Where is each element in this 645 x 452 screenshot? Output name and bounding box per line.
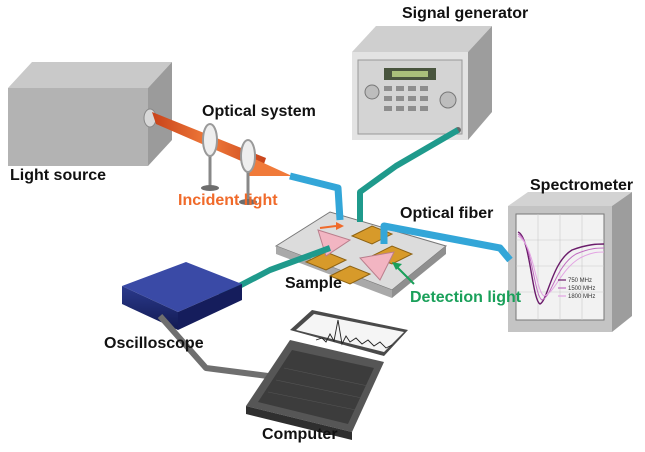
optical-fiber-label: Optical fiber [400, 205, 494, 222]
legend-entry-1800: 1800 MHz [568, 294, 595, 300]
light-source-box [8, 62, 172, 166]
legend-entry-750: 750 MHz [568, 278, 592, 284]
oscilloscope-label: Oscilloscope [104, 335, 204, 352]
oscilloscope [122, 262, 242, 330]
computer-label: Computer [262, 426, 338, 443]
legend-entry-1500: 1500 MHz [568, 286, 595, 292]
light-source-label: Light source [10, 167, 107, 184]
signal-generator [352, 26, 492, 140]
laptop-computer [246, 310, 408, 440]
signal-generator-label: Signal generator [402, 5, 529, 22]
detection-light-label: Detection light [410, 289, 522, 306]
optical-system-label: Optical system [202, 103, 316, 120]
spectrometer-label: Spectrometer [530, 177, 634, 194]
optical-system-lenses [201, 123, 257, 205]
incident-arrow [319, 222, 344, 230]
detection-arrow [392, 262, 415, 285]
optical-fiber-to-spectrometer [380, 222, 513, 263]
incident-fiber [289, 172, 344, 221]
oscilloscope-computer-cable [157, 314, 269, 379]
signal-cable [357, 127, 460, 222]
sample-label: Sample [285, 275, 342, 292]
spectrometer: 750 MHz 1500 MHz 1800 MHz [508, 192, 632, 332]
light-beam [152, 112, 292, 176]
incident-light-label: Incident light [178, 192, 278, 209]
